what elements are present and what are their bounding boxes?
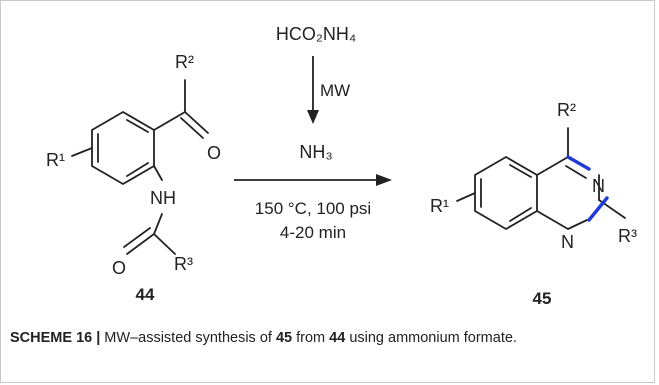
reaction-arrow [234,174,392,186]
product-r1-label: R¹ [430,196,449,216]
reactant-compound-number: 44 [136,285,155,304]
conditions-line-1: 150 °C, 100 psi [255,199,371,218]
product-structure [456,127,626,231]
product-benzene-ring [474,155,538,231]
reactant-nh-label: NH [150,188,176,208]
product-n3-label: N [592,176,605,196]
reactant-r1-label: R¹ [46,150,65,170]
product-compound-number: 45 [533,289,552,308]
reaction-scheme: R² O R¹ NH O R³ 44 HCO₂NH₄ MW NH₃ 150 °C… [46,24,637,308]
product-n1-label: N [561,232,574,252]
mw-arrow [307,56,319,124]
scheme-caption: SCHEME 16 | MW–assisted synthesis of 45 … [10,328,530,349]
caption-label: SCHEME 16 | [10,330,101,346]
product-new-bonds [566,155,609,222]
reactant-benzene-ring [91,110,155,186]
reactant-r3-label: R³ [174,254,193,274]
caption-compound-45: 45 [275,330,293,346]
reactant-r2-label: R² [175,52,194,72]
reactant-ketone-oxygen: O [207,143,221,163]
reactant-amide-oxygen: O [112,258,126,278]
mw-label: MW [320,81,350,100]
product-r2-label: R² [557,100,576,120]
caption-text-c: using ammonium formate. [345,330,517,346]
caption-text-b: from [292,330,330,346]
generated-ammonia-label: NH₃ [299,142,332,162]
reactant-acyl-bond [153,111,186,131]
reactant-structure [71,79,209,255]
caption-text-a: MW–assisted synthesis of [100,330,276,346]
conditions-line-2: 4-20 min [280,223,346,242]
top-reagent-label: HCO₂NH₄ [276,24,356,44]
product-r3-label: R³ [618,226,637,246]
caption-compound-44: 44 [329,330,346,346]
